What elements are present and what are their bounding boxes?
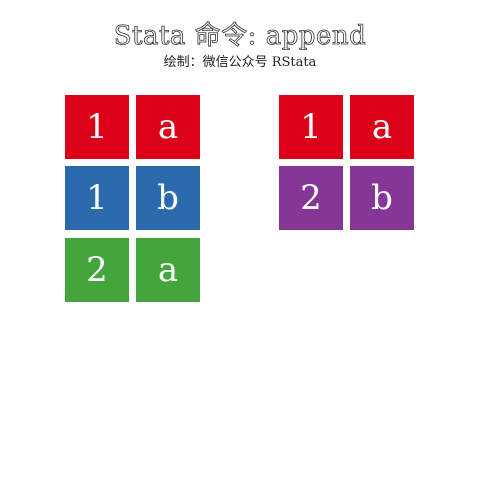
- left-cell-r3-c2: a: [136, 238, 200, 302]
- left-cell-r2-c2: b: [136, 166, 200, 230]
- diagram-subtitle: 绘制：微信公众号 RStata: [163, 55, 317, 70]
- right-cell-r2-c1: 2: [279, 166, 343, 230]
- right-cell-r2-c2: b: [350, 166, 414, 230]
- left-cell-r1-c2: a: [136, 95, 200, 159]
- right-cell-r1-c1: 1: [279, 95, 343, 159]
- left-cell-r2-c1: 1: [65, 166, 129, 230]
- left-cell-r3-c1: 2: [65, 238, 129, 302]
- right-cell-r1-c2: a: [350, 95, 414, 159]
- diagram-title: Stata 命令: append: [113, 21, 367, 52]
- left-cell-r1-c1: 1: [65, 95, 129, 159]
